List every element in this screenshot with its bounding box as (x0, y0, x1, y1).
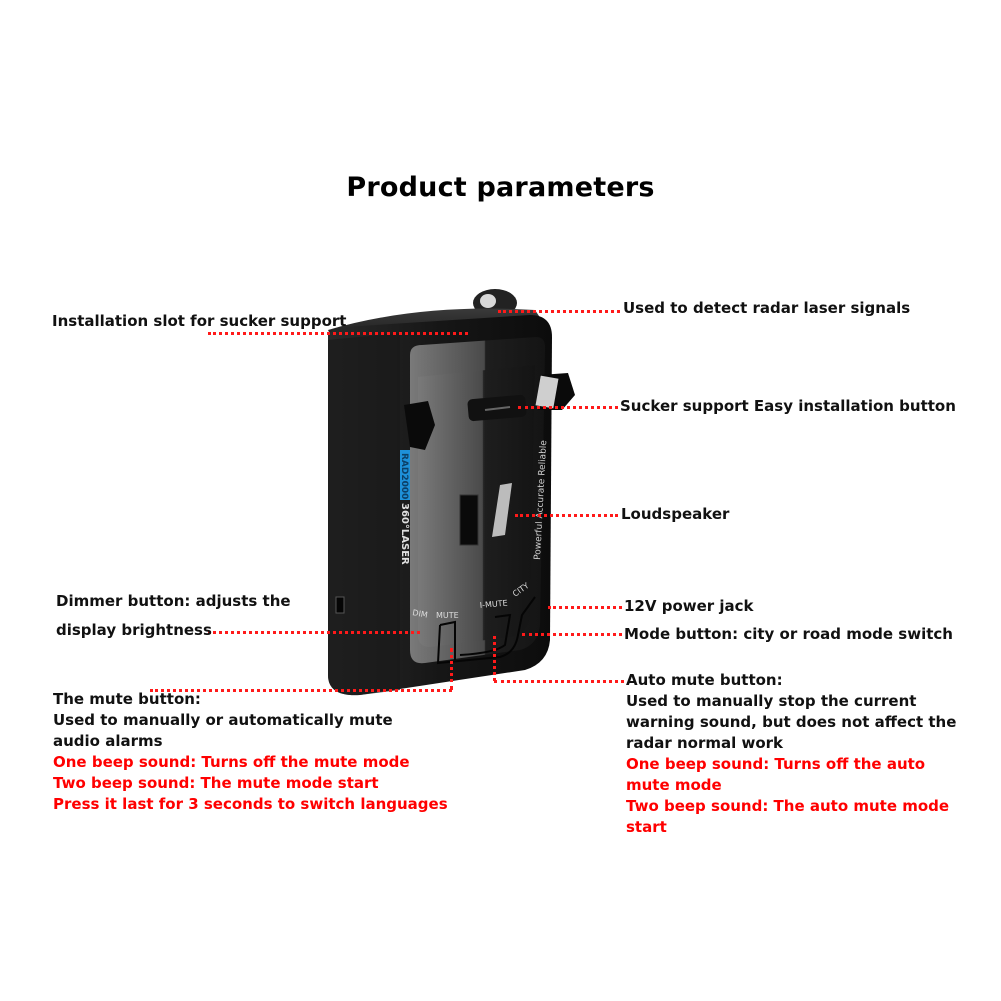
side-label: 360°LASER (399, 503, 410, 565)
auto-mute-red2: mute mode (626, 776, 722, 794)
leader-sensor (498, 310, 620, 313)
callout-dimmer-line1: Dimmer button: adjusts the (56, 592, 291, 610)
callout-slot: Installation slot for sucker support (52, 312, 347, 330)
leader-sucker-button (518, 406, 618, 409)
auto-mute-desc3: radar normal work (626, 734, 784, 752)
callout-mode: Mode button: city or road mode switch (624, 625, 953, 643)
mute-button-label: MUTE (436, 611, 459, 620)
auto-mute-red3: Two beep sound: The auto mute mode (626, 797, 950, 815)
mute-heading: The mute button: (53, 690, 201, 708)
mute-red3: Press it last for 3 seconds to switch la… (53, 795, 448, 813)
callout-speaker: Loudspeaker (621, 505, 730, 523)
callout-sensor: Used to detect radar laser signals (623, 299, 911, 317)
page-title: Product parameters (346, 172, 655, 203)
leader-auto-mute (494, 680, 624, 683)
auto-mute-desc2: warning sound, but does not affect the (626, 713, 957, 731)
brand-label: RAD2000 (399, 453, 409, 499)
leader-speaker (515, 514, 618, 517)
callout-mute: The mute button: Used to manually or aut… (53, 689, 448, 815)
leader-power (548, 606, 622, 609)
leader-mode (522, 633, 622, 636)
radar-detector-image: RAD2000 360°LASER Powerful Accurate Reli… (328, 289, 575, 696)
power-jack-icon (335, 596, 345, 614)
dim-button-label: DIM (412, 608, 429, 620)
auto-mute-desc1: Used to manually stop the current (626, 692, 917, 710)
auto-mute-heading: Auto mute button: (626, 671, 783, 689)
callout-power: 12V power jack (624, 597, 754, 615)
mute-desc2: audio alarms (53, 732, 163, 750)
callout-sucker-button: Sucker support Easy installation button (620, 397, 956, 415)
speaker-icon (459, 483, 512, 546)
auto-mute-red4: start (626, 818, 667, 836)
button-cluster (436, 596, 536, 665)
leader-slot (208, 332, 468, 335)
mute-red2: Two beep sound: The mute mode start (53, 774, 379, 792)
i-mute-button-label: I-MUTE (479, 599, 508, 610)
mute-red1: One beep sound: Turns off the mute mode (53, 753, 410, 771)
auto-mute-red1: One beep sound: Turns off the auto (626, 755, 926, 773)
leader-mute-vertical (450, 648, 453, 690)
leader-dimmer (208, 631, 420, 634)
mute-desc1: Used to manually or automatically mute (53, 711, 393, 729)
brand-badge (400, 450, 410, 500)
leader-auto-mute-vertical (493, 636, 496, 681)
callout-auto-mute: Auto mute button: Used to manually stop … (626, 670, 956, 838)
callout-dimmer-line2: display brightness (56, 621, 212, 639)
leader-mute (150, 689, 452, 692)
